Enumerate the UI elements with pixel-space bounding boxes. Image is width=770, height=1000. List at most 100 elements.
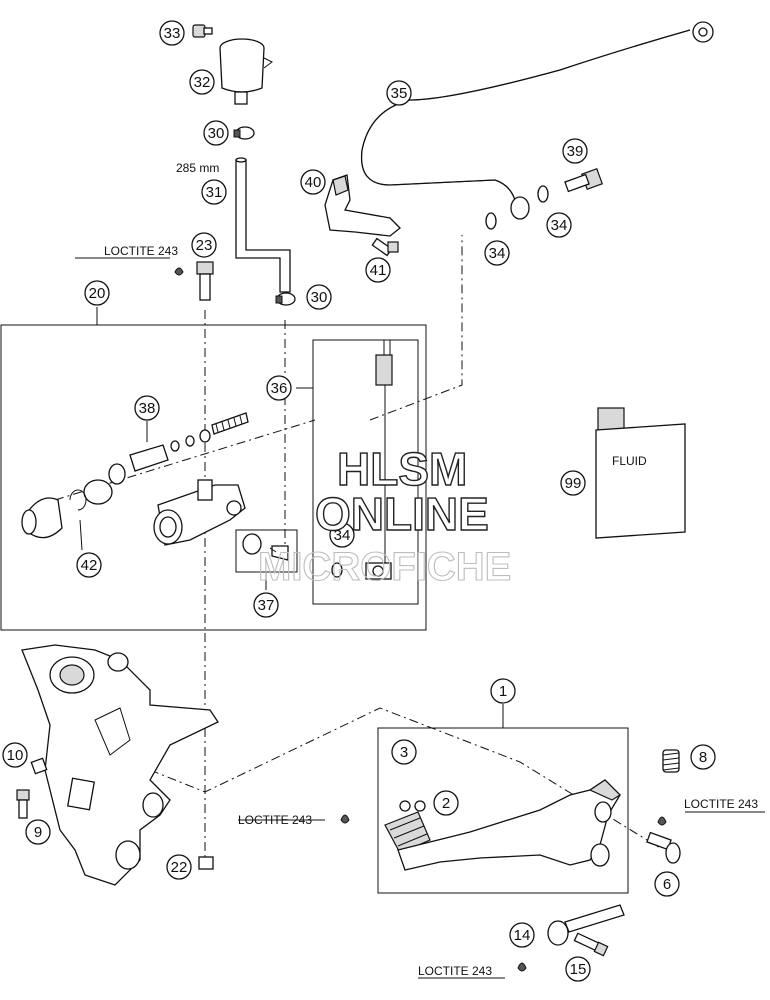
sealing-washer-inner [331,562,343,578]
callout-36: 36 [266,375,292,401]
brake-light-switch [365,340,393,580]
master-cylinder-group-box [0,324,427,631]
callout-34-right: 34 [546,212,572,238]
svg-text:3: 3 [400,744,408,761]
callout-40: 40 [300,169,326,195]
svg-text:32: 32 [194,74,211,91]
svg-text:99: 99 [565,475,582,492]
callout-34-left: 34 [484,240,510,266]
svg-text:34: 34 [489,245,506,262]
hose-clamp-bottom [275,292,296,306]
step-plate-screws [399,800,426,812]
svg-text:34: 34 [334,527,351,544]
svg-text:39: 39 [567,143,584,160]
seal-kit [242,533,289,561]
banjo-bolt [564,167,604,193]
svg-text:23: 23 [196,237,213,254]
svg-text:35: 35 [391,85,408,102]
callout-33: 33 [159,20,185,46]
brake-fluid-bottle: FLUID [595,407,686,539]
svg-text:37: 37 [258,597,275,614]
watermark-line-1: HLSM [337,443,467,495]
loctite-note-step-plate: LOCTITE 243 [238,813,312,827]
loctite-note-bolt: LOCTITE 243 [104,244,178,258]
callout-3: 3 [391,739,417,765]
svg-text:30: 30 [208,125,225,142]
loctite-drops [340,814,667,972]
svg-text:34: 34 [551,217,568,234]
hose-clamp-top [233,126,255,140]
step-plate [384,811,431,854]
return-spring [662,749,680,773]
loctite-note-pin: LOCTITE 243 [418,964,492,978]
pedal-pivot-bolt [646,831,681,864]
svg-text:30: 30 [311,289,328,306]
pin-screw [573,932,609,957]
callout-2: 2 [433,790,459,816]
leader-lines [75,257,765,979]
callout-38: 38 [134,395,160,421]
callout-8: 8 [690,744,716,770]
callout-23: 23 [191,232,217,258]
master-cylinder-body [153,479,246,546]
callout-32: 32 [189,69,215,95]
callout-41: 41 [365,257,391,283]
watermark-line-2: ONLINE [315,488,489,540]
callout-37: 37 [253,592,279,618]
loctite-note-pivot: LOCTITE 243 [684,797,758,811]
screw [16,789,30,819]
svg-text:31: 31 [206,184,223,201]
callout-30-bottom: 30 [306,284,332,310]
watermark-line-3: MICROFICHE [258,545,511,589]
brake-pedal [397,779,621,871]
svg-text:36: 36 [271,380,288,397]
svg-text:14: 14 [514,927,531,944]
hose-switch-subgroup-box [312,339,419,605]
brake-line-holder [324,174,401,237]
callout-15: 15 [565,956,591,982]
callout-1: 1 [490,678,516,704]
callout-9: 9 [25,819,51,845]
svg-text:38: 38 [139,400,156,417]
footrest-bracket [21,644,219,886]
pedal-pin [547,904,625,946]
svg-text:22: 22 [171,859,188,876]
svg-text:1: 1 [499,683,507,700]
master-cylinder-bolt [174,261,214,301]
svg-text:20: 20 [89,285,106,302]
callout-6: 6 [654,871,680,897]
svg-text:40: 40 [305,174,322,191]
dust-boot [21,479,113,539]
svg-text:33: 33 [164,25,181,42]
holder-screw [371,237,399,257]
svg-text:10: 10 [7,747,24,764]
sealing-washer-left [485,212,497,230]
callout-39: 39 [562,138,588,164]
callout-42: 42 [76,552,102,578]
callout-99: 99 [560,470,586,496]
reservoir-hose [235,157,291,293]
sealing-washer-right [537,185,549,203]
callout-34-inner: 34 [329,522,355,548]
hose-length-label: 285 mm [176,161,219,175]
svg-text:6: 6 [663,876,671,893]
callout-22: 22 [166,854,192,880]
brake-fluid-reservoir [219,38,273,105]
fluid-label: FLUID [612,454,647,468]
callout-35: 35 [386,80,412,106]
brake-line [360,21,714,220]
svg-text:42: 42 [81,557,98,574]
callout-31: 31 [201,179,227,205]
master-cylinder-nut [198,856,214,870]
callout-14: 14 [509,922,535,948]
nut [30,757,48,775]
callout-20: 20 [84,280,110,306]
piston-kit [108,412,249,485]
svg-text:9: 9 [34,824,42,841]
svg-text:2: 2 [442,795,450,812]
callout-30-top: 30 [203,120,229,146]
svg-text:8: 8 [699,749,707,766]
svg-text:41: 41 [370,262,387,279]
svg-text:15: 15 [570,961,587,978]
